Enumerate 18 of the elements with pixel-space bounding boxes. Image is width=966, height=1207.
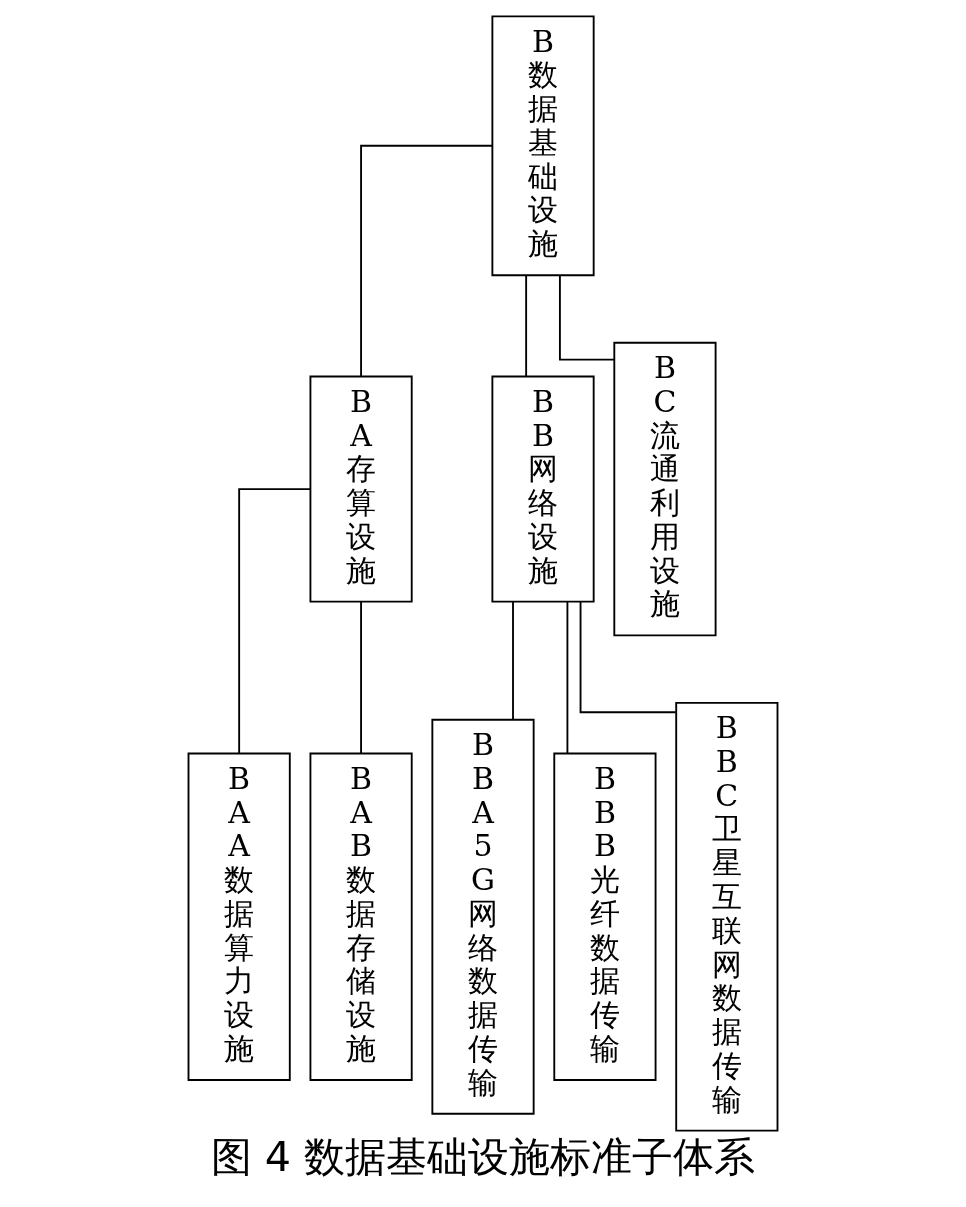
node-box: BBA5G网络数据传输 <box>431 718 535 1115</box>
node-box: BC流通利用设施 <box>613 341 717 637</box>
connector <box>566 601 569 755</box>
node-box: BBB光纤数据传输 <box>553 752 657 1081</box>
caption: 图 4 数据基础设施标准子体系 <box>210 1133 756 1182</box>
node-box: BAA数据算力设施 <box>187 752 291 1081</box>
node-box: BBC卫星互联网数据传输 <box>675 701 779 1132</box>
connector <box>512 601 514 721</box>
connector <box>525 274 528 377</box>
connector <box>558 274 616 361</box>
connector <box>579 601 677 714</box>
node-box: BAB数据存储设施 <box>309 752 413 1081</box>
node-box: BA存算设施 <box>309 375 413 603</box>
connector <box>238 488 311 755</box>
node-box: B数据基础设施 <box>491 15 595 277</box>
node-box: BB网络设施 <box>491 375 595 603</box>
connector <box>360 144 494 378</box>
connector <box>360 601 362 755</box>
